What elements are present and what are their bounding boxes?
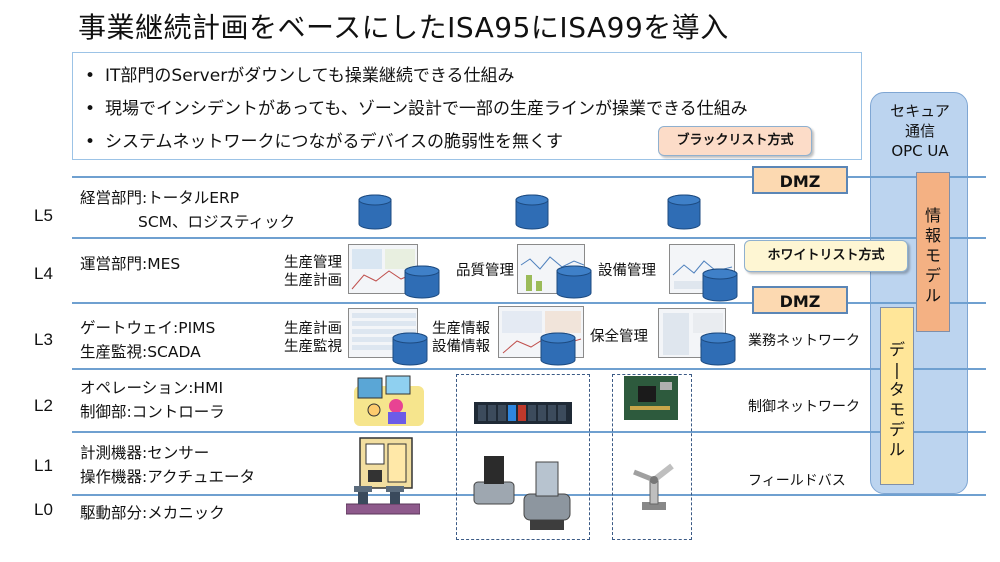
app-label: 設備管理 <box>598 263 656 279</box>
level-divider <box>72 431 986 433</box>
app-label: 品質管理 <box>456 263 514 279</box>
database-icon <box>392 332 428 366</box>
dept-label: 計測機器:センサー <box>80 444 210 462</box>
control-cabinet-image <box>359 437 413 489</box>
database-icon <box>702 268 738 302</box>
dept-label: 生産監視:SCADA <box>80 343 201 361</box>
valve-actuator-image <box>473 456 571 530</box>
secure-label: OPC UA <box>891 142 949 160</box>
whitelist-callout: ホワイトリスト方式 <box>744 240 908 272</box>
information-model-bar <box>916 172 950 332</box>
data-model-bar <box>880 307 914 485</box>
app-label: 生産計画生産監視 <box>284 321 342 355</box>
dept-label: SCM、ロジスティック <box>138 213 296 231</box>
network-label-field: フィールドバス <box>748 473 846 489</box>
goals-box: IT部門のServerがダウンしても操業継続できる仕組み 現場でインシデントがあ… <box>72 52 862 160</box>
robot-arm-image <box>633 463 674 510</box>
level-label-l0: L0 <box>34 500 53 519</box>
goal-item: システムネットワークにつながるデバイスの脆弱性を無くす <box>85 127 563 152</box>
dmz-box: DMZ <box>752 166 848 194</box>
level-divider <box>72 237 986 239</box>
zone-boundary <box>456 374 590 540</box>
information-model-label: 情報モデル <box>924 206 941 305</box>
dept-label: 駆動部分:メカニック <box>80 504 225 522</box>
dept-label: ゲートウェイ:PIMS <box>80 319 216 337</box>
app-label: 保全管理 <box>590 329 648 345</box>
data-model-label: デ|タモデル <box>888 340 905 459</box>
secure-label: セキュア <box>890 102 950 120</box>
dept-label: オペレーション:HMI <box>80 379 224 397</box>
level-label-l5: L5 <box>34 206 53 225</box>
goal-item: 現場でインシデントがあっても、ゾーン設計で一部の生産ラインが操業できる仕組み <box>85 94 748 119</box>
goal-item: IT部門のServerがダウンしても操業継続できる仕組み <box>85 61 514 86</box>
dmz-box: DMZ <box>752 286 848 314</box>
database-icon <box>358 194 392 230</box>
database-icon <box>540 332 576 366</box>
app-label: 生産管理生産計画 <box>284 255 342 289</box>
page-title: 事業継続計画をベースにしたISA95にISA99を導入 <box>78 11 729 44</box>
database-icon <box>700 332 736 366</box>
dept-label: 制御部:コントローラ <box>80 403 225 421</box>
plc-controller-image <box>474 402 572 424</box>
blacklist-callout: ブラックリスト方式 <box>658 126 812 156</box>
level-label-l2: L2 <box>34 396 53 415</box>
zone-boundary <box>612 374 692 540</box>
app-label: 生産情報設備情報 <box>432 321 490 355</box>
level-divider <box>72 368 986 370</box>
circuit-board-image <box>624 376 678 420</box>
dept-label: 操作機器:アクチュエータ <box>80 468 255 486</box>
level-divider <box>72 176 986 178</box>
database-icon <box>556 265 592 299</box>
operator-hmi-illustration <box>354 375 424 426</box>
level-label-l3: L3 <box>34 330 53 349</box>
network-label-control: 制御ネットワーク <box>748 399 860 415</box>
level-divider <box>72 302 986 304</box>
dept-label: 運営部門:MES <box>80 255 181 273</box>
level-label-l1: L1 <box>34 456 53 475</box>
sensor-pipe-image <box>346 486 420 515</box>
database-icon <box>515 194 549 230</box>
database-icon <box>667 194 701 230</box>
level-label-l4: L4 <box>34 264 53 283</box>
secure-label: 通信 <box>904 122 935 140</box>
database-icon <box>404 265 440 299</box>
network-label-business: 業務ネットワーク <box>748 333 860 349</box>
dept-label: 経営部門:トータルERP <box>80 189 240 207</box>
